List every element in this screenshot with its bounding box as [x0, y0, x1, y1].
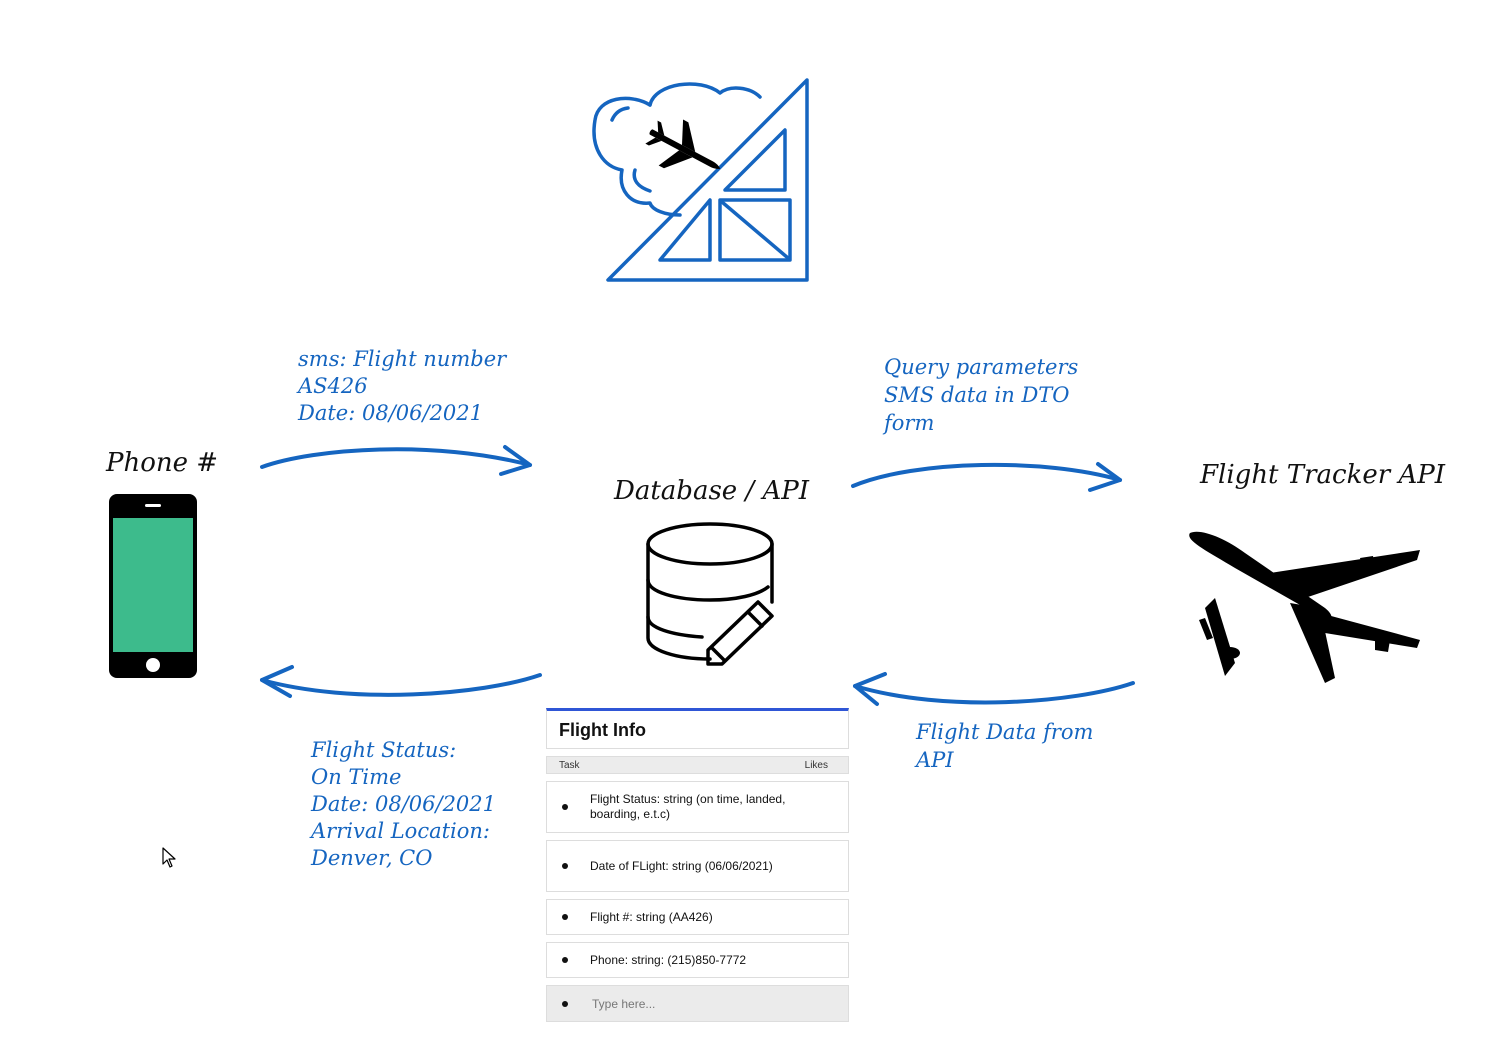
- bullet-icon: [562, 1000, 568, 1007]
- phone-label: Phone #: [106, 448, 219, 478]
- bullet-icon: [562, 957, 568, 963]
- column-likes: Likes: [804, 760, 828, 771]
- list-item[interactable]: Flight #: string (AA426): [546, 899, 849, 935]
- bullet-icon: [562, 804, 568, 810]
- flight-info-card: Flight Info Task Likes Flight Status: st…: [546, 708, 849, 1022]
- card-title: Flight Info: [546, 708, 849, 749]
- list-item-text: Flight #: string (AA426): [590, 909, 713, 924]
- smartphone-icon: [109, 494, 197, 678]
- list-item[interactable]: Phone: string: (215)850-7772: [546, 942, 849, 978]
- cloud-airplane-triangle-logo-icon: [592, 78, 809, 282]
- arrow-database-to-tracker: [851, 462, 1122, 492]
- bullet-icon: [562, 863, 568, 869]
- list-item[interactable]: Date of FLight: string (06/06/2021): [546, 840, 849, 892]
- column-task: Task: [559, 760, 580, 771]
- arrow-tracker-to-database: [853, 672, 1135, 706]
- bullet-icon: [562, 914, 568, 920]
- sms-note: sms: Flight number AS426 Date: 08/06/202…: [298, 347, 507, 425]
- arrow-database-to-phone: [260, 665, 542, 698]
- list-item-text: Phone: string: (215)850-7772: [590, 952, 747, 967]
- database-label: Database / API: [614, 476, 809, 506]
- mouse-cursor-icon: [162, 847, 176, 868]
- new-item-row: [546, 985, 849, 1022]
- flight-status-note: Flight Status: On Time Date: 08/06/2021 …: [311, 738, 497, 870]
- list-item-text: Flight Status: string (on time, landed, …: [590, 792, 786, 821]
- flight-tracker-label: Flight Tracker API: [1200, 460, 1445, 490]
- airplane-icon: [1189, 531, 1420, 683]
- database-edit-icon: [646, 522, 774, 666]
- list-item[interactable]: Flight Status: string (on time, landed, …: [546, 781, 849, 833]
- list-item-text: Date of FLight: string (06/06/2021): [590, 858, 773, 873]
- arrow-phone-to-database: [260, 445, 532, 476]
- query-note: Query parameters SMS data in DTO form: [884, 355, 1079, 435]
- table-header: Task Likes: [546, 756, 849, 774]
- flight-data-note: Flight Data from API: [916, 720, 1094, 772]
- new-item-input[interactable]: [590, 995, 824, 1012]
